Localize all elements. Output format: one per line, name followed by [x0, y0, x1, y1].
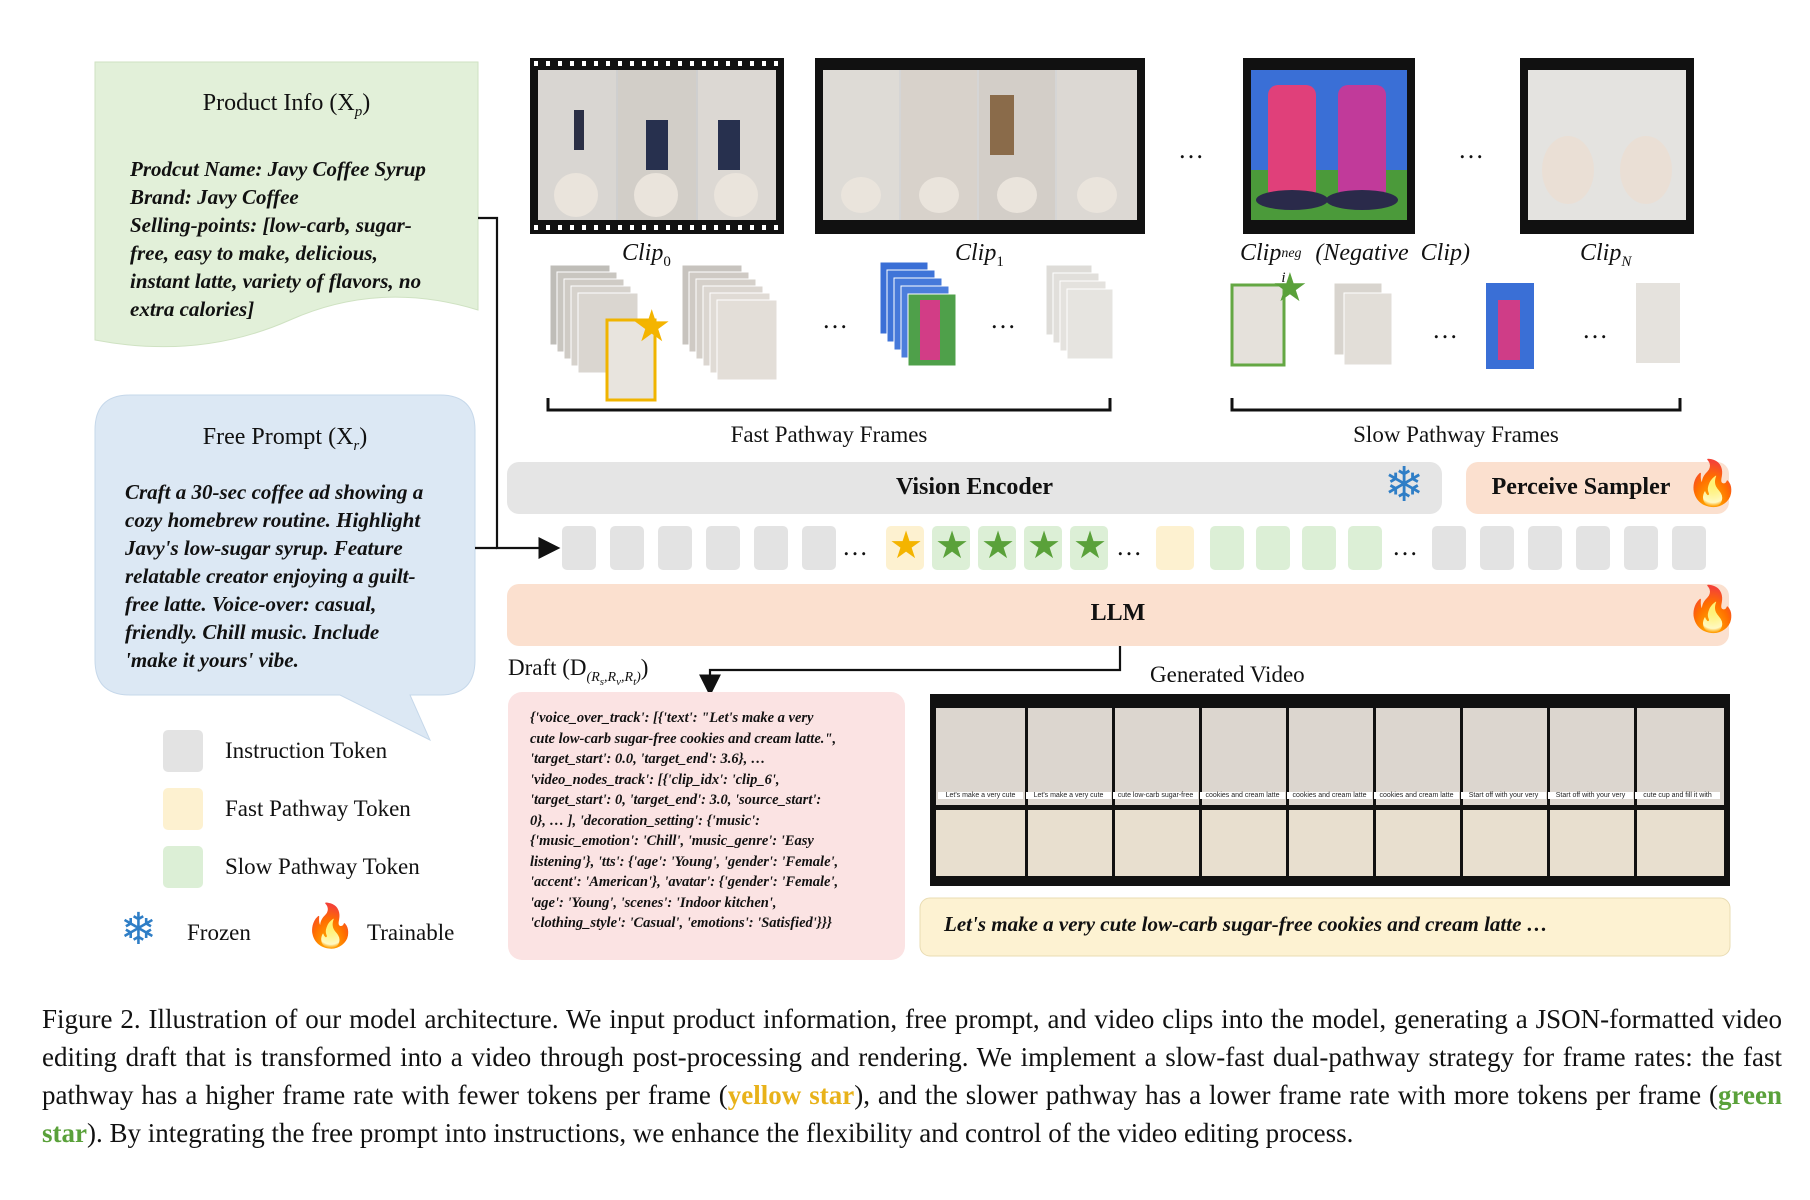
- fast-frames-stack-3: [1045, 264, 1114, 360]
- free-prompt-body: Craft a 30-sec coffee ad showing a cozy …: [125, 480, 424, 672]
- yellow-star-icon: ★: [632, 302, 672, 351]
- legend-slow-label: Slow Pathway Token: [225, 854, 420, 879]
- slow-frames: [1230, 282, 1680, 369]
- generated-video-label: Generated Video: [1150, 662, 1305, 687]
- clip0-label: Clip0: [622, 240, 671, 270]
- ellipsis: …: [1392, 532, 1418, 561]
- flame-icon: 🔥: [1685, 459, 1740, 508]
- legend-fast-label: Fast Pathway Token: [225, 796, 411, 821]
- generated-subtitle: Let's make a very cute low-carb sugar-fr…: [944, 912, 1548, 936]
- ellipsis: …: [1178, 135, 1204, 164]
- flame-icon: 🔥: [304, 904, 357, 950]
- product-info-card: [94, 61, 479, 348]
- ellipsis: …: [1116, 532, 1142, 561]
- clipN-filmstrip: [1520, 58, 1694, 234]
- figure-caption: Figure 2. Illustration of our model arch…: [42, 1004, 1783, 1148]
- ellipsis: …: [822, 305, 848, 334]
- ellipsis: …: [990, 305, 1016, 334]
- token-star-slow-icon: ★: [1073, 525, 1108, 567]
- snowflake-icon: ❄: [1384, 459, 1425, 512]
- llm-label: LLM: [1090, 600, 1146, 626]
- llm-to-draft-arrow: [699, 646, 1122, 697]
- product-info-title: Product Info (Xp): [202, 90, 371, 120]
- legend-slow-swatch: [163, 846, 203, 888]
- fast-pathway-label: Fast Pathway Frames: [730, 422, 928, 447]
- token-star-slow-icon: ★: [935, 525, 970, 567]
- clipneg-filmstrip: [1243, 58, 1415, 234]
- snowflake-icon: ❄: [120, 905, 157, 954]
- perceive-sampler-label: Perceive Sampler: [1491, 474, 1671, 500]
- clip1-label: Clip1: [955, 240, 1004, 270]
- fast-brace: [546, 398, 1112, 412]
- green-star-icon: ★: [1272, 265, 1308, 310]
- generated-video-filmstrip: [930, 694, 1730, 886]
- token-star-slow-icon: ★: [981, 525, 1016, 567]
- legend-fast-swatch: [163, 788, 203, 830]
- legend-frozen-label: Frozen: [187, 920, 251, 945]
- film-sprockets: [534, 61, 778, 230]
- slow-pathway-label: Slow Pathway Frames: [1353, 422, 1559, 447]
- video-frame-captions: Let's make a very cute Let's make a very…: [936, 792, 1724, 806]
- ellipsis: …: [1458, 135, 1484, 164]
- vision-encoder-bar: [507, 462, 1442, 514]
- draft-label: Draft (D(Rs,Rv,Rt)): [508, 655, 649, 688]
- free-prompt-title: Free Prompt (Xr): [202, 424, 368, 454]
- fast-frames-stack-0: [549, 264, 657, 402]
- clipN-label: ClipN: [1580, 240, 1632, 270]
- token-row: [562, 526, 1706, 570]
- draft-card: [508, 692, 905, 960]
- llm-bar: [507, 584, 1729, 646]
- legend-instruction-label: Instruction Token: [225, 738, 388, 763]
- ellipsis: …: [1432, 315, 1458, 344]
- fast-frames-stack-1: [681, 264, 778, 381]
- ellipsis: …: [1582, 315, 1608, 344]
- subtitle-bar: [919, 897, 1731, 957]
- draft-json: {'voice_over_track': [{'text': "Let's ma…: [530, 710, 839, 931]
- legend-trainable-label: Trainable: [367, 920, 455, 945]
- product-info-body: Prodcut Name: Javy Coffee Syrup Brand: J…: [130, 157, 426, 321]
- perceive-sampler-bar: [1466, 462, 1729, 514]
- ellipsis: …: [842, 532, 868, 561]
- slow-brace: [1230, 398, 1682, 412]
- free-prompt-card: [94, 394, 476, 742]
- clip1-filmstrip: [815, 58, 1145, 234]
- product-arrow: [478, 216, 561, 559]
- vision-encoder-label: Vision Encoder: [895, 474, 1054, 500]
- legend-instruction-swatch: [163, 730, 203, 772]
- clip0-filmstrip: [530, 58, 784, 234]
- fast-frames-stack-2: [879, 261, 957, 367]
- flame-icon: 🔥: [1685, 585, 1740, 634]
- token-star-fast-icon: ★: [889, 525, 924, 567]
- token-star-slow-icon: ★: [1027, 525, 1062, 567]
